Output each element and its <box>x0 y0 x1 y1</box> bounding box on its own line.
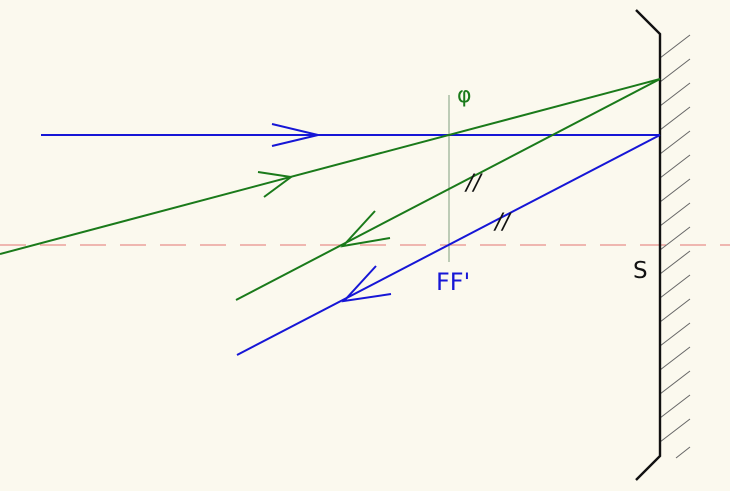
label-phi: φ <box>457 83 472 108</box>
concave-mirror <box>635 9 662 481</box>
green-ray-incoming <box>0 78 661 255</box>
label-focal-points: FF' <box>436 268 470 296</box>
green-ray-arrow-incoming <box>257 171 294 198</box>
label-vertex: S <box>633 258 648 284</box>
green-ray-arrow-reflected <box>340 210 391 248</box>
blue-ray-reflected <box>236 134 661 356</box>
mirror-hatching <box>659 34 691 459</box>
parallel-mark-green: // <box>464 171 483 196</box>
green-ray-reflected <box>235 78 661 301</box>
blue-ray-arrow-reflected <box>341 265 392 303</box>
parallel-mark-blue: // <box>493 210 512 235</box>
blue-ray-arrow-incoming <box>271 123 319 147</box>
